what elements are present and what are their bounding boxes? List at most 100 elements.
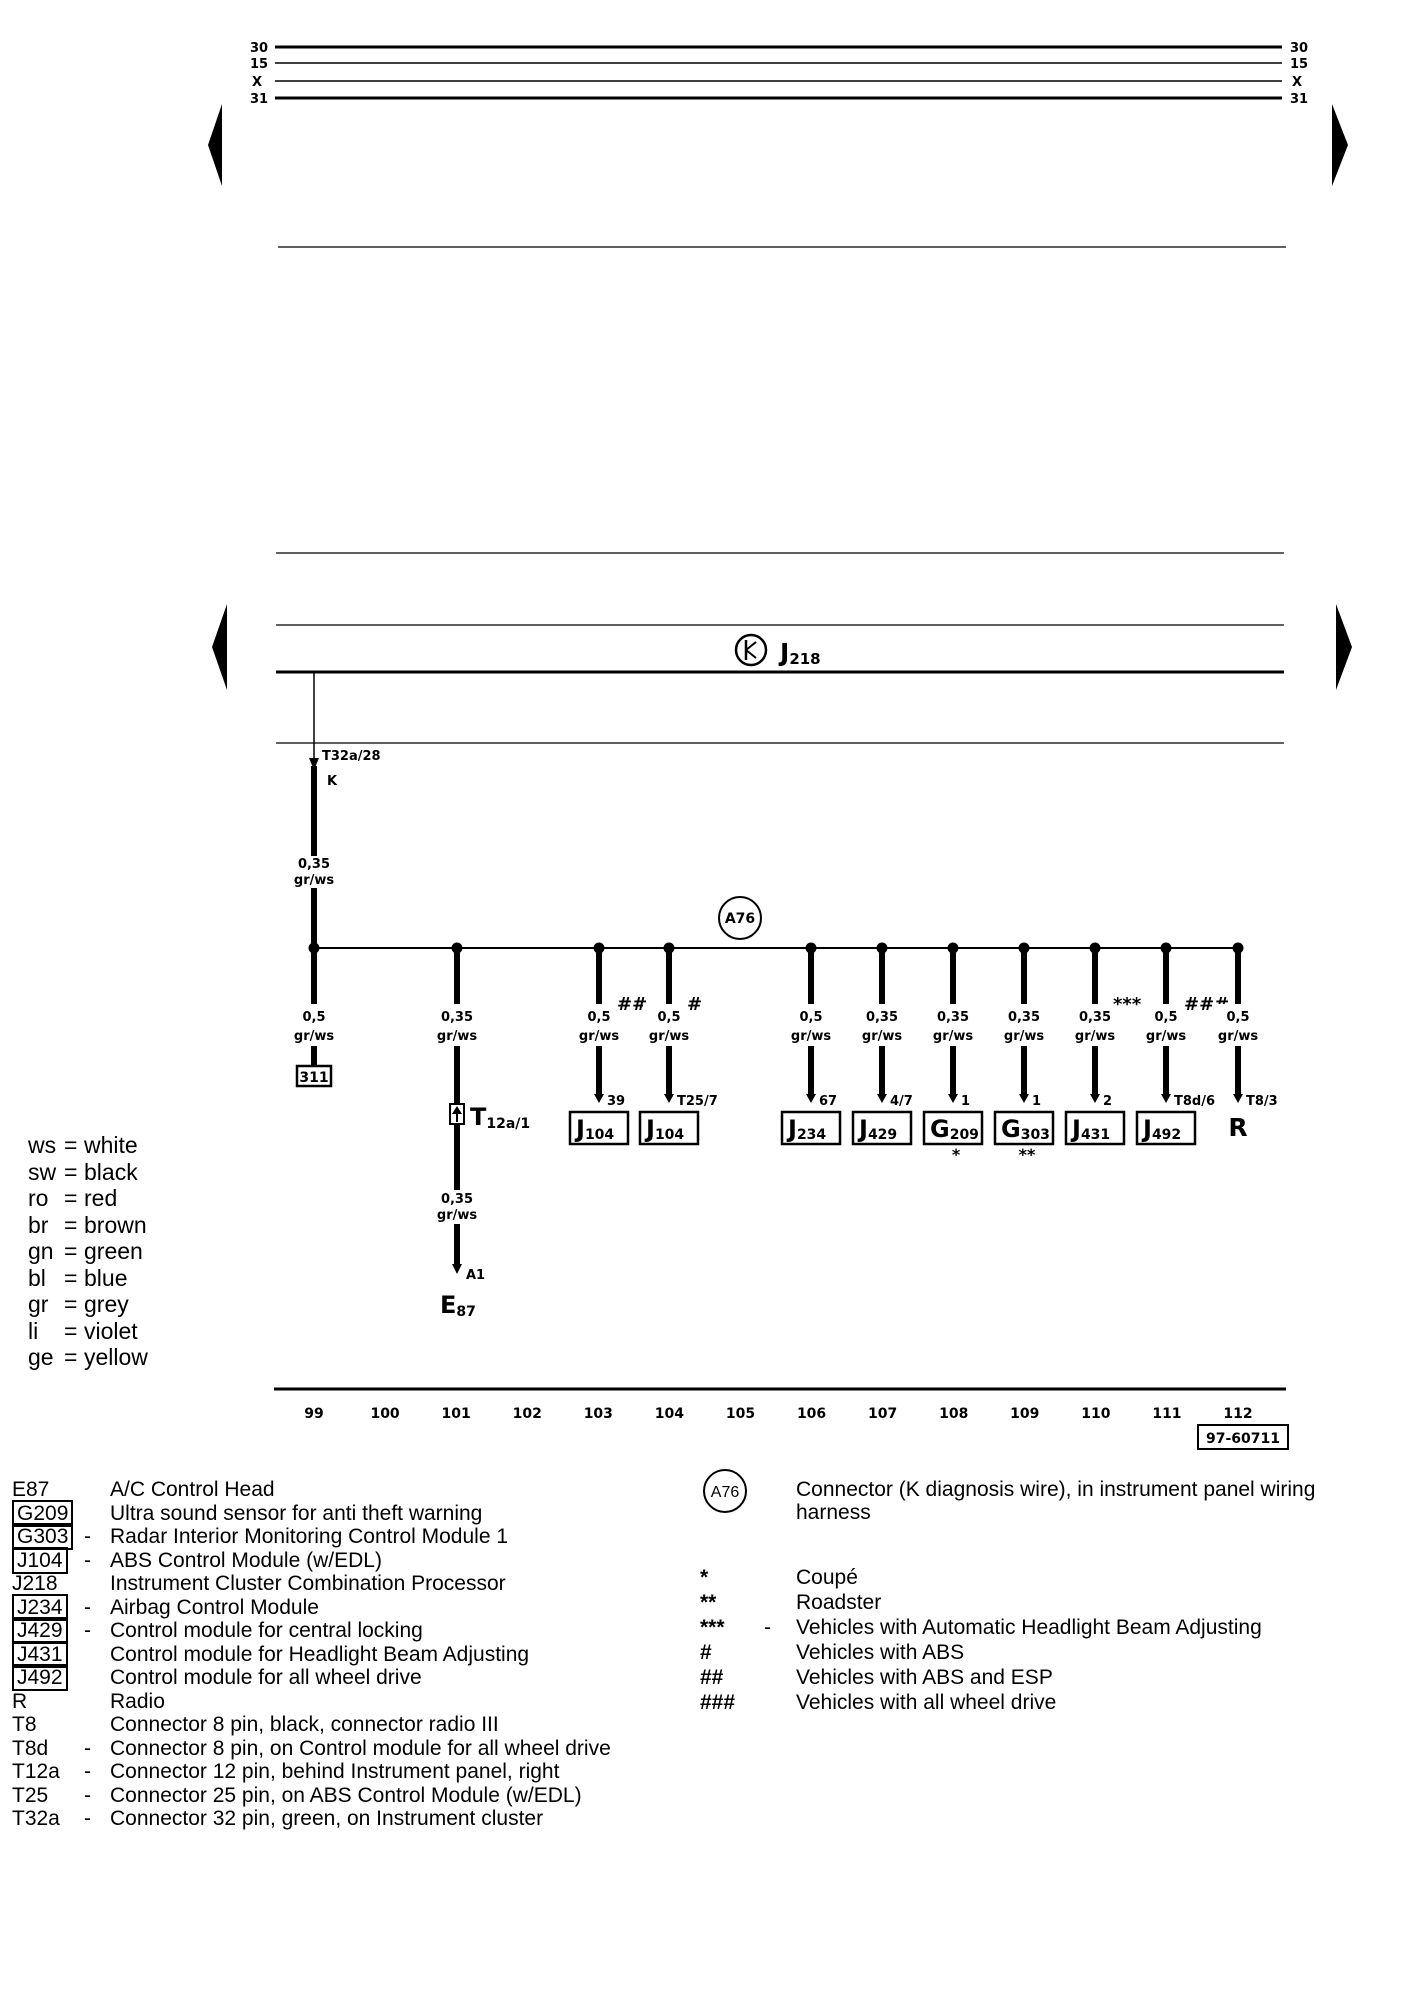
junction-dot <box>876 942 888 954</box>
pin-arrow <box>1233 1094 1243 1103</box>
legend-text: Control module for Headlight Beam Adjust… <box>110 1642 530 1666</box>
column-number: 110 <box>1081 1406 1110 1422</box>
legend-code: G303 <box>12 1523 84 1550</box>
column-number: 103 <box>584 1406 613 1422</box>
color-key-row: ws=white <box>28 1132 148 1159</box>
variant-legend-row: ##Vehicles with ABS and ESP <box>700 1666 1262 1691</box>
legend-text: Connector 12 pin, behind Instrument pane… <box>110 1760 560 1783</box>
component-label: J104 <box>574 1115 614 1143</box>
legend-dash <box>764 1566 796 1591</box>
legend-row-t12a: T12a-Connector 12 pin, behind Instrument… <box>12 1760 611 1784</box>
color-name: grey <box>84 1291 129 1317</box>
component-label: J429 <box>857 1115 897 1143</box>
branch-wire-color: gr/ws <box>649 1029 689 1044</box>
column-number: 111 <box>1152 1406 1181 1422</box>
legend-code: J431 <box>12 1640 84 1668</box>
color-name: violet <box>84 1317 138 1344</box>
rail-label-right-30: 30 <box>1290 41 1308 56</box>
column-number: 108 <box>939 1406 968 1422</box>
column-number: 100 <box>370 1406 399 1422</box>
junction-dot <box>1160 942 1172 954</box>
wiring-diagram: 30 15 X 31 30 15 X 31 J218 T32a/28 K <box>208 41 1352 1450</box>
branch-wire-color: gr/ws <box>294 1029 334 1044</box>
legend-text: Connector 8 pin, black, connector radio … <box>110 1713 499 1736</box>
legend-code: J234 <box>12 1593 84 1621</box>
legend-code: E87 <box>12 1478 50 1501</box>
legend-dash <box>764 1666 796 1691</box>
color-code: ge <box>28 1344 54 1370</box>
legend-dash <box>84 1478 110 1502</box>
variant-text: Vehicles with Automatic Headlight Beam A… <box>796 1616 1262 1639</box>
branch-variant-mark: ## <box>617 994 647 1015</box>
variant-text: Coupé <box>796 1566 858 1589</box>
legend-code: T12a <box>12 1760 60 1783</box>
legend-code: G209 <box>12 1499 84 1527</box>
wire-id-k: K <box>327 774 338 789</box>
next-page-arrow[interactable] <box>1332 104 1348 186</box>
connector-t12a-label: T12a/1 <box>470 1103 530 1132</box>
variant-legend-row: *** - Vehicles with Automatic Headlight Be… <box>700 1616 1262 1641</box>
branch-wire-color: gr/ws <box>1218 1029 1258 1044</box>
legend-code: J218 <box>12 1572 58 1595</box>
component-label: J492 <box>1141 1115 1181 1143</box>
prev-page-arrow-lower[interactable] <box>212 604 227 690</box>
legend-code: J492 <box>12 1664 84 1691</box>
legend-code: R <box>12 1689 28 1713</box>
legend-text: Radio <box>110 1689 165 1713</box>
junction-dot <box>593 942 605 954</box>
pin-label: 67 <box>819 1094 837 1109</box>
variant-mark: # <box>700 1641 712 1664</box>
component-box <box>1135 1110 1197 1146</box>
next-page-arrow-lower[interactable] <box>1336 604 1352 690</box>
legend-row-t25: T25-Connector 25 pin, on ABS Control Mod… <box>12 1784 611 1808</box>
prev-page-arrow[interactable] <box>208 104 222 186</box>
legend-code: T32a <box>12 1807 60 1830</box>
branch-wire-size: 0,5 <box>587 1010 610 1025</box>
variant-mark: ## <box>700 1666 724 1689</box>
diagram-id: 97-60711 <box>1206 1431 1280 1447</box>
legend-dash <box>764 1641 796 1666</box>
column-number: 102 <box>513 1406 542 1422</box>
rail-label-right-15: 15 <box>1290 57 1308 72</box>
t12a-to-e87: T12a/1 0,35 gr/ws A1 E87 <box>432 1103 530 1320</box>
legend-code: T8d <box>12 1736 49 1760</box>
pin-arrow <box>948 1094 958 1103</box>
variant-legend-row: # Vehicles with ABS <box>700 1641 1262 1666</box>
color-key-row: sw=black <box>28 1159 148 1186</box>
instrument-cluster-j218: J218 <box>276 624 1284 744</box>
column-number: 105 <box>726 1406 755 1422</box>
equals-sign: = <box>64 1344 78 1370</box>
color-key-row: gr=grey <box>28 1291 148 1318</box>
pin-label: 1 <box>1032 1094 1041 1109</box>
variant-text: Vehicles with ABS <box>796 1641 965 1664</box>
junction-dot <box>663 942 675 954</box>
pin-label: 39 <box>607 1094 625 1109</box>
component-label: G303 <box>1001 1115 1050 1143</box>
branch-wire-color: gr/ws <box>933 1029 973 1044</box>
variant-text: Roadster <box>796 1591 882 1614</box>
legend-dash: - <box>764 1616 771 1639</box>
transistor-icon <box>734 633 768 667</box>
legend-dash <box>764 1591 796 1616</box>
branch-wire-color: gr/ws <box>1146 1029 1186 1044</box>
branch-wire-color: gr/ws <box>791 1029 831 1044</box>
column-number: 107 <box>868 1406 897 1422</box>
color-name: brown <box>84 1211 147 1238</box>
variant-mark: *** <box>700 1616 725 1639</box>
rail-label-right-x: X <box>1292 75 1302 90</box>
branch-wire-color: gr/ws <box>862 1029 902 1044</box>
color-key-row: ge=yellow <box>28 1344 148 1371</box>
color-name: white <box>84 1132 138 1158</box>
legend-text: Connector 32 pin, green, on Instrument c… <box>110 1807 544 1830</box>
column-number: 109 <box>1010 1406 1039 1422</box>
junction-dot <box>1089 942 1101 954</box>
